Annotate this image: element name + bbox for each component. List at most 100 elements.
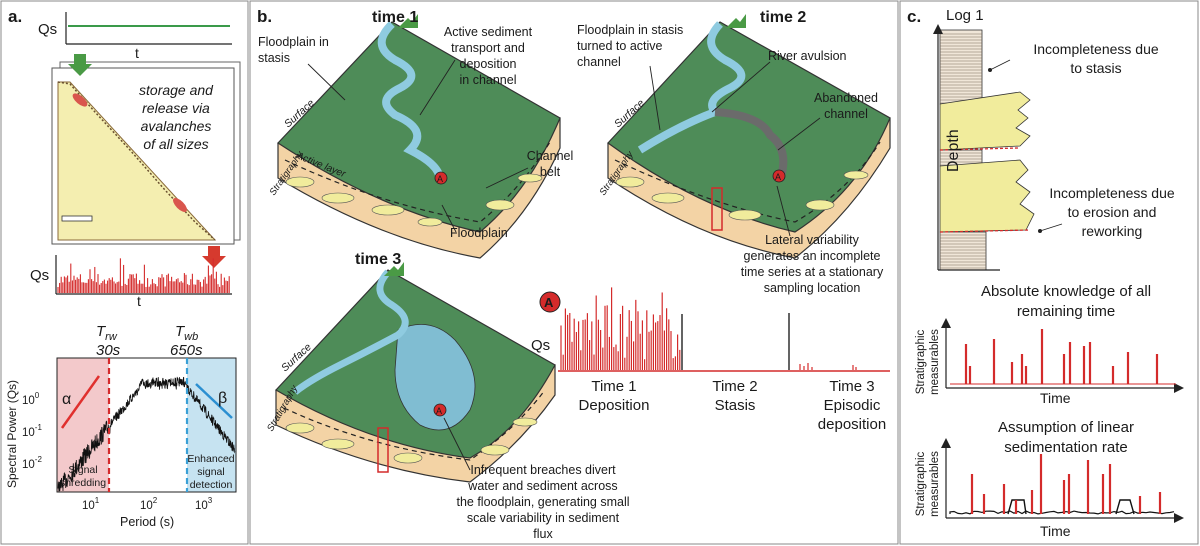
abs-ylabel-line1: Stratigraphic [915, 329, 927, 394]
trw-letter: T [96, 323, 107, 340]
assump-time-label: Time [1040, 523, 1071, 539]
block1-lens-5 [485, 199, 515, 211]
abs-xaxis-arrow [1174, 383, 1184, 393]
spectrum-xaxis-label: Period (s) [120, 515, 174, 529]
panel-b-frame [249, 0, 899, 545]
block3-lens-4 [480, 444, 510, 456]
qs-spike-series [57, 258, 230, 293]
shredding-line1: Signal [68, 464, 97, 476]
incomp-erosion-leader [1039, 223, 1063, 232]
block3-lens-5 [512, 417, 538, 427]
lateral-variability-label: Lateral variability generates an incompl… [741, 233, 884, 295]
enhanced-text: Enhanced signal detection [187, 453, 234, 491]
log-surface-stasis [939, 147, 1019, 151]
assump-ylabel-line1: Stratigraphic [915, 451, 927, 516]
incomp-erosion-line2: to erosion and [1068, 204, 1157, 220]
assump-series [949, 454, 1175, 515]
active-sed-line4: in channel [460, 73, 517, 87]
time3-label: time 3 [355, 251, 401, 268]
active-sed-line2: transport and [451, 41, 525, 55]
log-base-layer [939, 231, 987, 271]
block-time1: A [277, 14, 561, 259]
t2-line2: Stasis [715, 397, 756, 414]
spectrum-xticks: 101 102 103 [82, 496, 213, 512]
block3-marker-a-text: A [436, 406, 442, 416]
block2-abandoned-channel [714, 108, 788, 182]
active-sediment-label: Active sediment transport and deposition… [444, 25, 533, 87]
log-sand-layer-2 [939, 159, 1035, 233]
incomp-stasis-dot [988, 68, 992, 72]
block3-marker-a [433, 403, 447, 417]
floodplain-stasis-line1: Floodplain in [258, 35, 329, 49]
beta-label: β [218, 390, 227, 407]
qs-timeseries [560, 287, 857, 370]
twb-sub: wb [184, 331, 198, 343]
abs-ylabel-line2: measurables [929, 329, 941, 395]
block2-lens-2 [651, 192, 685, 204]
t-top-label: t [135, 45, 139, 61]
block2-river [637, 21, 746, 154]
block2-green-arrow [726, 14, 746, 28]
time2-label: time 2 [760, 9, 806, 26]
block3-lake [394, 324, 476, 431]
block2-marker-a [772, 169, 786, 183]
scale-bar [61, 215, 93, 222]
abs-yaxis-arrow [941, 318, 951, 328]
twb-value: 650s [170, 342, 203, 359]
leader-lateral [776, 185, 791, 237]
t2-floodplain-label: Floodplain in stasis turned to active ch… [577, 23, 683, 69]
xtick-1: 102 [140, 496, 158, 512]
log-surface-erosion [939, 229, 1031, 233]
river-avulsion-label: River avulsion [768, 49, 847, 63]
depth-label: Depth [945, 129, 962, 172]
incomp-stasis-leader [989, 59, 1011, 71]
abs-title-line2: remaining time [1017, 303, 1115, 320]
block1-lens-6 [517, 173, 543, 183]
abs-title: Absolute knowledge of all remaining time [981, 283, 1151, 320]
assump-title: Assumption of linear sedimentation rate [998, 419, 1134, 456]
t2-floodplain-line2: turned to active [577, 39, 663, 53]
breaches-line2: water and sediment across [467, 479, 617, 493]
storage-text-line3: avalanches [141, 118, 212, 134]
t1-line1: Time 1 [591, 378, 636, 395]
block1-marker-a-text: A [437, 174, 443, 184]
output-arrow [202, 246, 226, 268]
breaches-line4: scale variability in sediment [467, 511, 620, 525]
abandoned-channel-label: Abandoned channel [814, 91, 878, 121]
ytick-1: 10-1 [22, 423, 42, 439]
active-sed-line1: Active sediment [444, 25, 533, 39]
trw-value: 30s [96, 342, 121, 359]
assump-yaxis-arrow [941, 438, 951, 448]
t2-floodplain-line3: channel [577, 55, 621, 69]
leader-active-sed [419, 59, 456, 116]
shredding-text: Signal shredding [60, 464, 106, 489]
qs-chart-marker-a [539, 291, 561, 313]
assump-title-line1: Assumption of linear [998, 419, 1134, 436]
storage-text: storage and release via avalanches of al… [139, 82, 214, 152]
alpha-fit-line [60, 375, 101, 429]
qs-chart-label: Qs [531, 337, 550, 354]
t2-line1: Time 2 [712, 378, 757, 395]
storage-text-line4: of all sizes [143, 136, 208, 152]
floodplain-label: Floodplain [450, 226, 508, 240]
block1-lens-3 [371, 204, 405, 216]
leader-abandoned [777, 117, 821, 151]
t1-line2: Deposition [579, 397, 650, 414]
channel-belt-label: Channel belt [527, 149, 574, 179]
abs-series [950, 329, 1176, 385]
shredding-line2: shredding [60, 477, 106, 489]
trw-label: Trw [96, 323, 118, 343]
panel-c-frame [899, 0, 1199, 545]
assump-ylabel: Stratigraphic measurables [915, 451, 941, 517]
incomp-erosion-dot [1038, 229, 1042, 233]
spectrum-axes [56, 357, 237, 493]
active-sed-line3: deposition [460, 57, 517, 71]
block1-river [377, 21, 444, 181]
t3-line1: Time 3 [829, 378, 874, 395]
avalanche-top [72, 93, 88, 107]
panel-b: b. A time 1 Floodplain in stasis Active … [257, 7, 891, 541]
lateral-line4: sampling location [764, 281, 861, 295]
xtick-2: 103 [195, 496, 213, 512]
ytick-2: 10-2 [22, 455, 42, 471]
block1-lens-2 [321, 192, 355, 204]
